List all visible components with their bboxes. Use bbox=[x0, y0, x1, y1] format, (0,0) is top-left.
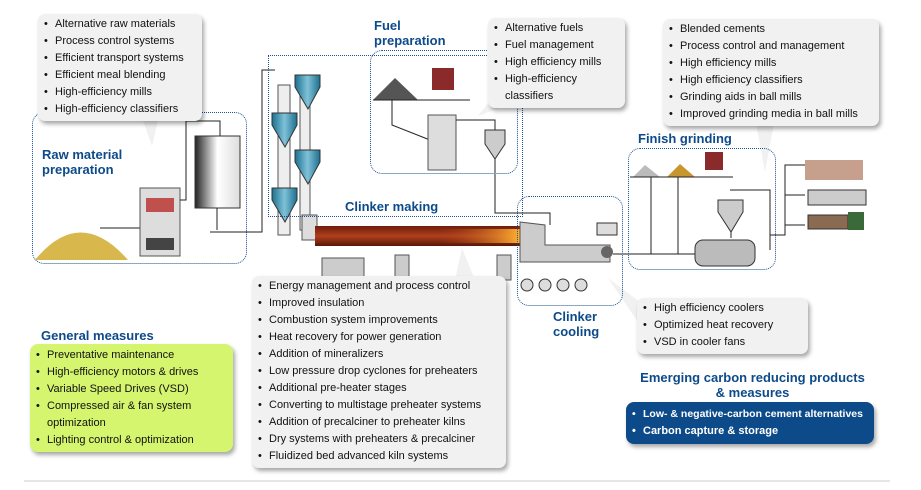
clinker-making-callout: Energy management and process controlImp… bbox=[252, 276, 506, 468]
raw-material-pile-icon bbox=[35, 232, 128, 260]
clinker-cooling-region bbox=[517, 196, 623, 306]
rail-car-icon bbox=[807, 189, 867, 206]
list-item: Dry systems with preheaters & precalcine… bbox=[258, 431, 500, 448]
list-item: Addition of precalciner to preheater kil… bbox=[258, 414, 500, 431]
list-item: Low- & negative-carbon cement alternativ… bbox=[632, 406, 868, 423]
list-item: High-efficiency mills bbox=[44, 84, 196, 101]
list-item: VSD in cooler fans bbox=[643, 334, 802, 351]
list-item: Alternative fuels bbox=[494, 20, 619, 37]
fuel-pile-icon bbox=[373, 78, 418, 100]
fuel-mill-icon bbox=[427, 114, 457, 171]
list-item: Alternative raw materials bbox=[44, 16, 196, 33]
list-item: Heat recovery for power generation bbox=[258, 329, 500, 346]
list-item: Efficient meal blending bbox=[44, 67, 196, 84]
emerging-title: Emerging carbon reducing products & meas… bbox=[640, 370, 865, 400]
finish-title: Finish grinding bbox=[638, 131, 732, 146]
list-item: High efficiency classifiers bbox=[669, 72, 873, 89]
list-item: Converting to multistage preheater syste… bbox=[258, 397, 500, 414]
list-item: Additional pre-heater stages bbox=[258, 380, 500, 397]
clinker-cooling-callout: High efficiency coolersOptimized heat re… bbox=[637, 298, 808, 354]
list-item: Process control systems bbox=[44, 33, 196, 50]
emerging-measures-box: Low- & negative-carbon cement alternativ… bbox=[626, 402, 874, 444]
fuel-bin-icon bbox=[484, 129, 506, 160]
fuel-callout: Alternative fuelsFuel managementHigh eff… bbox=[488, 18, 625, 108]
list-item: Improved grinding media in ball mills bbox=[669, 106, 873, 123]
list-item: Optimized heat recovery bbox=[643, 317, 802, 334]
list-item: High efficiency mills bbox=[669, 55, 873, 72]
list-item: Blended cements bbox=[669, 21, 873, 38]
clinker-cooling-title: Clinker cooling bbox=[553, 309, 600, 339]
finish-callout: Blended cementsProcess control and manag… bbox=[663, 19, 879, 126]
list-item: Energy management and process control bbox=[258, 278, 500, 295]
list-item: High efficiency coolers bbox=[643, 300, 802, 317]
list-item: High-efficiency classifiers bbox=[44, 101, 196, 118]
general-title: General measures bbox=[41, 328, 154, 343]
raw-title: Raw material preparation bbox=[42, 147, 123, 177]
raw-material-region bbox=[32, 112, 247, 264]
list-item: Fluidized bed advanced kiln systems bbox=[258, 448, 500, 465]
clinker-making-title: Clinker making bbox=[345, 199, 439, 214]
list-item: Compressed air & fan system optimization bbox=[36, 398, 227, 432]
finish-grinding-region bbox=[628, 148, 776, 270]
cooling-callout-tail bbox=[608, 278, 640, 325]
list-item: High-efficiency classifiers bbox=[494, 71, 589, 105]
list-item: Preventative maintenance bbox=[36, 347, 227, 364]
bagged-cement-icon bbox=[805, 160, 863, 180]
fuel-title: Fuel preparation bbox=[374, 18, 446, 48]
classifier-icon bbox=[717, 199, 744, 233]
list-item: Combustion system improvements bbox=[258, 312, 500, 329]
kiln-flame bbox=[440, 229, 520, 243]
clinker-cooler-icon bbox=[519, 221, 611, 263]
fuel-hopper-icon bbox=[432, 68, 454, 90]
list-item: Process control and management bbox=[669, 38, 873, 55]
truck-icon bbox=[807, 214, 849, 230]
fuel-region bbox=[370, 50, 518, 174]
list-item: High-efficiency motors & drives bbox=[36, 364, 227, 381]
list-item: Efficient transport systems bbox=[44, 50, 196, 67]
gypsum-hopper-icon bbox=[705, 152, 723, 170]
clinker-making-region bbox=[268, 55, 523, 217]
clinker-callout-tail bbox=[455, 248, 475, 280]
raw-callout: Alternative raw materialsProcess control… bbox=[38, 14, 202, 121]
list-item: Improved insulation bbox=[258, 295, 500, 312]
list-item: Variable Speed Drives (VSD) bbox=[36, 381, 227, 398]
finish-callout-tail bbox=[755, 118, 775, 172]
list-item: Grinding aids in ball mills bbox=[669, 89, 873, 106]
general-measures-box: Preventative maintenanceHigh-efficiency … bbox=[30, 344, 233, 452]
preheater-cyclones-icon bbox=[271, 74, 321, 241]
ball-mill-icon bbox=[694, 239, 756, 267]
cooler-fan-icon bbox=[520, 278, 534, 292]
list-item: Addition of mineralizers bbox=[258, 346, 500, 363]
list-item: Fuel management bbox=[494, 37, 619, 54]
list-item: Lighting control & optimization bbox=[36, 432, 227, 449]
list-item: Low pressure drop cyclones for preheater… bbox=[258, 363, 500, 380]
list-item: Carbon capture & storage bbox=[632, 423, 868, 440]
list-item: High efficiency mills bbox=[494, 54, 619, 71]
